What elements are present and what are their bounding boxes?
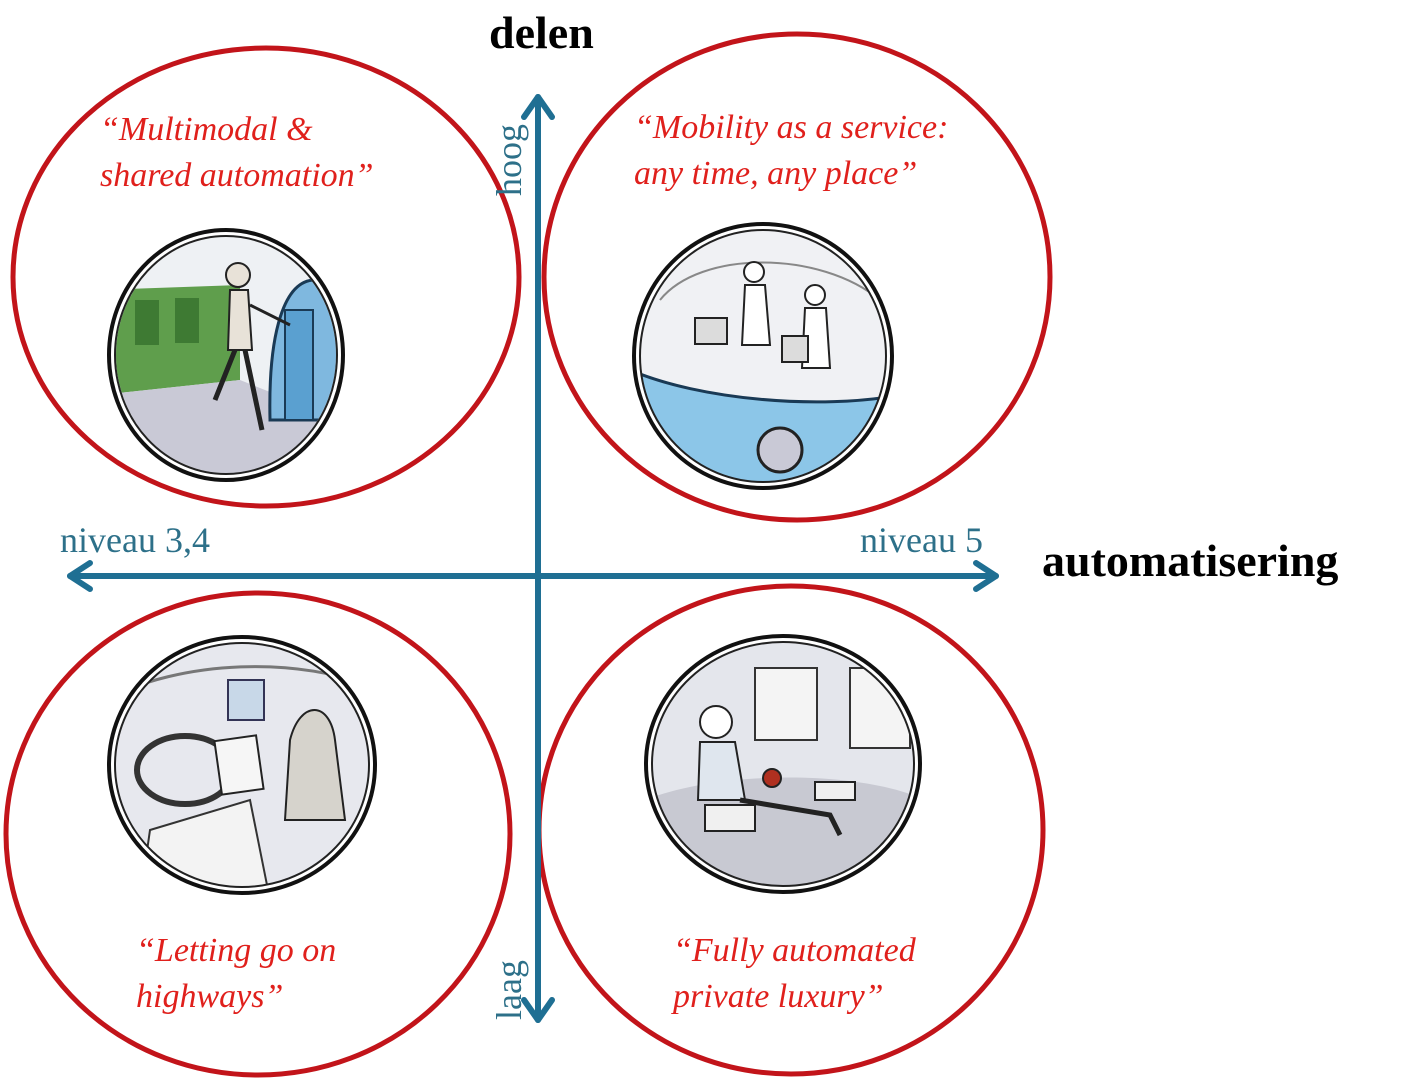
vertical-axis-title: delen (489, 7, 594, 58)
quote-top-left: “Multimodal & shared automation” (100, 107, 374, 199)
quote-bottom-left: “Letting go on highways” (136, 928, 336, 1020)
quote-bottom-left-line1: “Letting go on (136, 932, 337, 969)
vertical-high-label: hoog (489, 124, 529, 196)
quote-top-right-line2: any time, any place” (634, 155, 918, 192)
quote-top-right-line1: “Mobility as a service: (634, 109, 949, 146)
scene-top-right (632, 222, 894, 490)
scene-bottom-left (107, 635, 377, 895)
quote-bottom-right: “Fully automated private luxury” (673, 928, 916, 1020)
horizontal-axis-arrow-right (973, 560, 999, 592)
quote-top-left-line1: “Multimodal & (100, 111, 313, 148)
quote-top-left-line2: shared automation” (100, 157, 374, 194)
axes (67, 94, 999, 1023)
quote-bottom-right-line1: “Fully automated (673, 932, 916, 969)
horizontal-axis-arrow-left (67, 560, 93, 592)
vertical-axis-arrow-top (521, 94, 555, 120)
vertical-axis-arrow-bottom (521, 997, 555, 1023)
vertical-low-label: laag (489, 960, 529, 1020)
ring-top-right (541, 31, 1053, 523)
scene-bottom-right (644, 634, 922, 894)
scene-top-left (107, 228, 345, 482)
ring-top-left (10, 45, 522, 509)
quote-top-right: “Mobility as a service: any time, any pl… (634, 105, 948, 197)
horizontal-axis-title: automatisering (1042, 535, 1339, 586)
quote-bottom-right-line2: private luxury” (673, 978, 884, 1015)
ring-bottom-left (3, 590, 513, 1078)
horizontal-left-label: niveau 3,4 (60, 520, 210, 560)
horizontal-right-label: niveau 5 (860, 520, 983, 560)
quote-bottom-left-line2: highways” (136, 978, 284, 1015)
